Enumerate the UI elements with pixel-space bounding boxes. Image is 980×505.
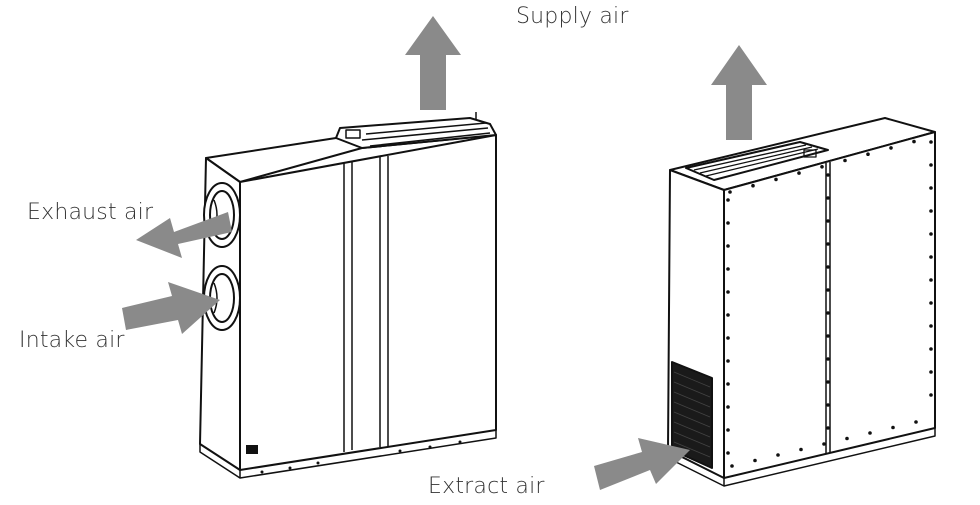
bolt-dot [929,140,933,144]
bolt-dot [726,244,730,248]
bolt-dot [751,183,755,188]
bolt-dot [866,152,870,156]
bolt-dot [726,428,730,432]
supply-air-arrow-right [711,45,767,140]
bolt-dot [826,288,830,292]
extract-grille [671,361,713,469]
bolt-dot [826,196,830,200]
front-view-unit [199,112,497,479]
supply-air-arrow-left [405,16,461,110]
bolt-dot [845,436,849,441]
bolt-dot [826,334,830,338]
bolt-dot [799,447,803,452]
exhaust-air-arrow [136,212,232,258]
extract-grille-lines [673,371,711,458]
intake-air-arrow [122,282,220,334]
bolt-dot [822,442,826,446]
bolt-dot [774,177,778,182]
bolt-dot [776,453,780,457]
bolt-dot [726,451,730,455]
bolt-dot [826,219,830,223]
bolt-dot [868,431,872,435]
bolt-dot [929,393,933,397]
bolt-dot [726,198,730,202]
bolt-dot [726,359,730,363]
bolt-dot [929,255,933,259]
extract-air-label: Extract air [428,474,545,499]
exhaust-air-label: Exhaust air [27,200,154,225]
bolt-dot [826,426,830,430]
bolt-dot [929,347,933,351]
bolt-dot [929,301,933,305]
bolt-dot [891,425,895,430]
bolt-dot [726,313,730,317]
bolt-dot [726,405,730,409]
unit-front-face [239,134,497,471]
bolt-dot [726,267,730,271]
bolt-dot [728,190,732,194]
bolt-dot [820,165,824,169]
supply-air-label: Supply air [516,4,629,29]
intake-port [203,265,241,331]
bolt-dot [730,464,734,468]
bolt-dot [929,232,933,236]
intake-air-label: Intake air [19,328,125,353]
bolt-dot [929,209,933,213]
bolt-dot [726,221,730,225]
bolt-dot [726,290,730,294]
extract-air-arrow [594,438,690,490]
bolt-dot [753,458,757,463]
bolt-dot [929,163,933,167]
bolt-dot [914,420,918,424]
bolt-dot [826,265,830,269]
bolt-dot [929,278,933,282]
rear-view-unit [667,117,936,487]
bolt-dot [929,186,933,190]
bolt-dot [912,139,916,144]
bolt-dot [797,171,801,175]
bolt-dot [726,382,730,386]
bolt-dot [826,173,830,177]
bolt-dot [826,380,830,384]
bolt-dot [843,158,847,163]
bolt-dot [889,146,893,150]
bolt-dot [826,403,830,407]
bolt-dot [929,324,933,328]
bolt-dot [826,311,830,315]
bolt-dot [826,357,830,361]
bolt-dot [726,336,730,340]
bolt-dot [929,370,933,374]
bolt-dot [826,242,830,246]
